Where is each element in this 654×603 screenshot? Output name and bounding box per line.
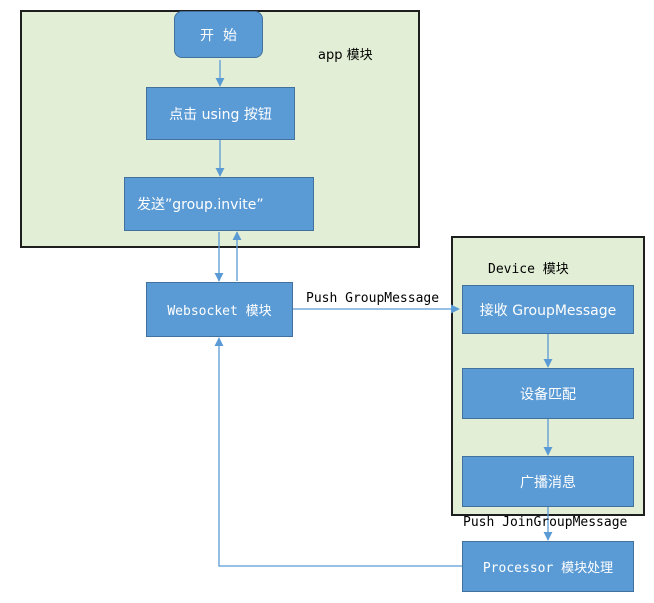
node-click-using-button: 点击 using 按钮 — [146, 87, 295, 140]
node-receive-group-message: 接收 GroupMessage — [462, 285, 634, 334]
node-device-match: 设备匹配 — [462, 368, 634, 419]
app-module-label: app 模块 — [318, 48, 373, 63]
arrow-processor-to-websocket — [214, 337, 462, 567]
edge-label-push-group-message: Push GroupMessage — [306, 291, 440, 306]
node-websocket-module: Websocket 模块 — [146, 282, 293, 337]
node-processor-module: Processor 模块处理 — [462, 541, 634, 592]
node-broadcast-message: 广播消息 — [462, 456, 634, 507]
device-module-label: Device 模块 — [488, 262, 569, 277]
edge-label-push-join-group-message: Push JoinGroupMessage — [463, 515, 628, 530]
node-start: 开 始 — [174, 11, 263, 58]
node-send-group-invite: 发送”group.invite” — [124, 177, 314, 231]
